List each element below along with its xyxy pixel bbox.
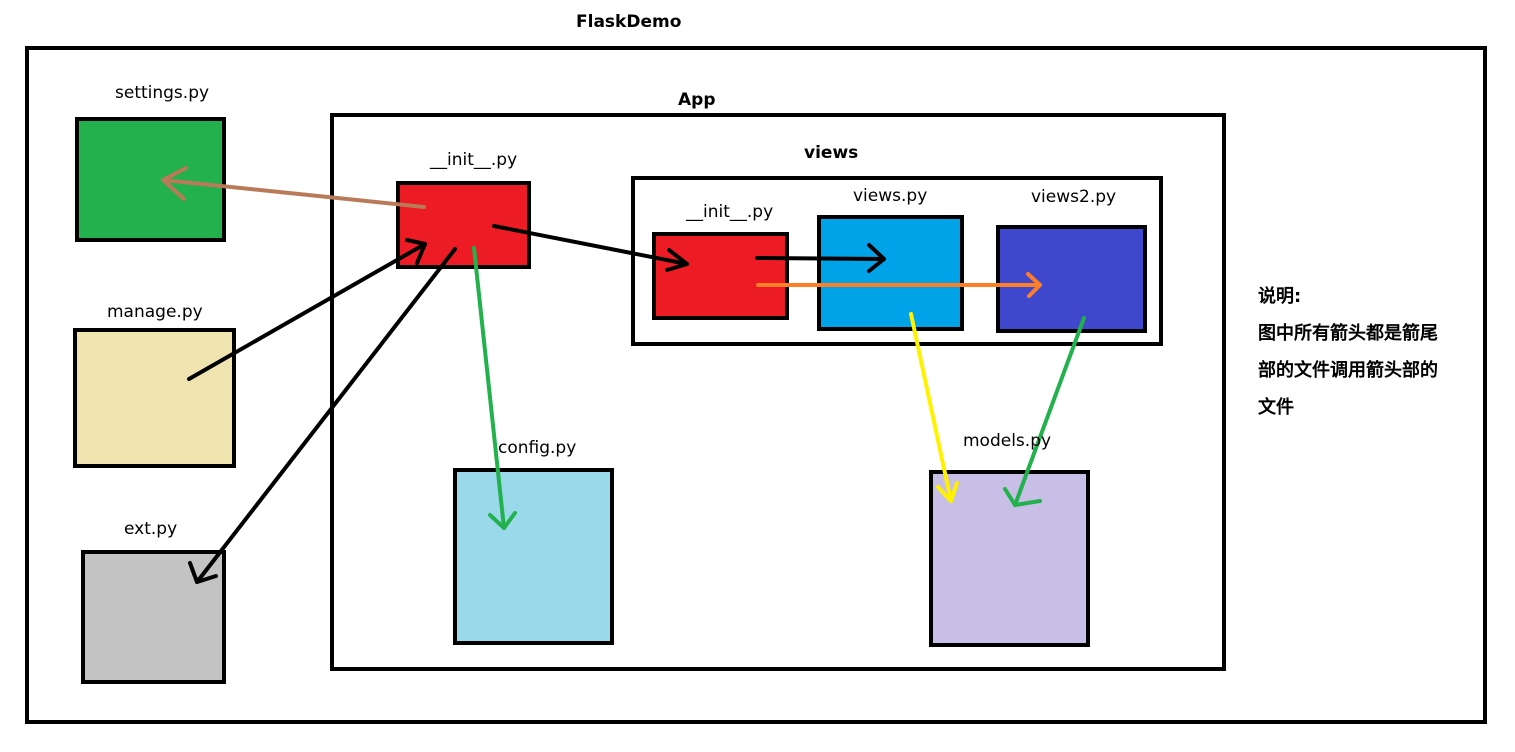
manage-box	[73, 328, 236, 468]
arrow-app-init-to-views-init	[492, 224, 689, 272]
views-init-label: __init__.py	[686, 202, 774, 222]
views-container-label: views	[804, 143, 859, 163]
note-line-1: 说明:	[1258, 286, 1302, 307]
arrow-views-init-to-views-py	[755, 243, 886, 273]
ext-label: ext.py	[124, 519, 178, 539]
views2-py-box	[996, 225, 1147, 333]
ext-box	[81, 550, 226, 684]
views2-py-label: views2.py	[1031, 187, 1117, 207]
diagram-title: FlaskDemo	[576, 12, 682, 32]
arrow-app-init-to-ext	[188, 247, 457, 584]
note-line-4: 文件	[1258, 397, 1294, 418]
explanation-note: 说明: 图中所有箭头都是箭尾 部的文件调用箭头部的 文件	[1258, 278, 1438, 426]
flaskdemo-frame	[25, 46, 1487, 724]
views-py-box	[817, 215, 964, 331]
settings-box	[75, 117, 226, 242]
config-label: config.py	[498, 438, 577, 458]
arrow-app-init-to-config	[472, 246, 517, 530]
app-container-label: App	[678, 90, 716, 110]
views-py-label: views.py	[853, 186, 928, 206]
note-line-3: 部的文件调用箭头部的	[1258, 360, 1438, 381]
manage-label: manage.py	[107, 302, 203, 322]
settings-label: settings.py	[115, 83, 210, 103]
arrow-views-py-to-models	[909, 312, 959, 503]
config-box	[453, 468, 614, 645]
app-frame	[330, 113, 1226, 671]
app-init-label: __init__.py	[430, 150, 518, 170]
arrow-views2-py-to-models	[1003, 316, 1086, 507]
views-init-box	[652, 232, 789, 320]
arrow-app-init-to-settings	[161, 166, 426, 209]
models-label: models.py	[963, 431, 1052, 451]
note-line-2: 图中所有箭头都是箭尾	[1258, 323, 1438, 344]
views-frame	[631, 176, 1163, 346]
arrow-manage-to-app-init	[187, 238, 427, 381]
arrow-views-init-to-views2-py	[756, 272, 1042, 298]
